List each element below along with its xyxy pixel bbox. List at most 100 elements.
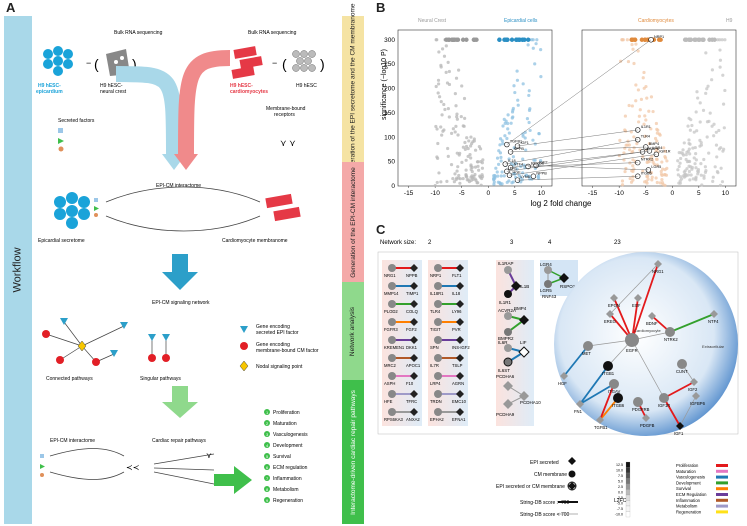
background-point <box>631 164 635 168</box>
background-point <box>695 129 699 133</box>
background-point <box>498 143 502 147</box>
colorbar-tick: -5.0 <box>617 502 623 506</box>
background-point <box>525 116 530 121</box>
svg-text:⋎: ⋎ <box>206 451 212 460</box>
svg-text:Survival: Survival <box>273 454 291 460</box>
background-point <box>700 183 704 187</box>
background-point <box>535 38 539 42</box>
background-point <box>710 68 715 72</box>
svg-text:Gene encoding: Gene encoding <box>256 324 290 330</box>
background-point <box>469 144 473 148</box>
category-label: Inflammation <box>676 498 701 503</box>
background-point <box>663 156 668 160</box>
interaction-line <box>505 139 638 165</box>
background-point <box>435 127 439 131</box>
connected-pathways-label: Connected pathways <box>46 376 93 382</box>
background-point <box>643 114 647 118</box>
category-swatch <box>716 498 728 502</box>
pair-node-cm <box>434 372 442 380</box>
panel-a-diagram: Bulk RNA sequencing − ( ) H9 hESC- epica… <box>36 30 325 504</box>
background-point <box>446 60 450 64</box>
pair-node-epi <box>456 318 464 326</box>
pair-node-cm <box>388 318 396 326</box>
colorbar-tick: 5.0 <box>618 480 623 484</box>
workflow-bar <box>4 16 32 524</box>
pair-node-cm <box>434 282 442 290</box>
background-point <box>625 38 629 42</box>
x-tick-label: 5 <box>697 190 701 197</box>
colorbar-tick: -10.0 <box>615 513 623 517</box>
network-node-epi <box>676 422 684 430</box>
background-point <box>623 114 628 118</box>
background-point <box>706 84 710 88</box>
background-point <box>462 124 466 128</box>
background-point <box>627 143 631 147</box>
background-point <box>646 160 650 164</box>
background-point <box>457 68 461 72</box>
background-point <box>632 135 636 139</box>
pair-label: IL18R1 <box>430 291 444 296</box>
background-point <box>691 146 695 150</box>
svg-text:ACVR2A: ACVR2A <box>498 308 516 313</box>
receptor-icon: ⋎ ⋎ <box>280 138 296 148</box>
background-point <box>455 169 459 173</box>
membrane-receptors-label-2: receptors <box>274 112 295 118</box>
background-point <box>699 162 703 166</box>
svg-text:PCDHA10: PCDHA10 <box>520 400 541 405</box>
svg-text:Vasculogenesis: Vasculogenesis <box>273 432 308 438</box>
pair-node-epi <box>410 408 418 416</box>
background-point <box>656 128 660 132</box>
network-node-cm <box>659 393 669 403</box>
background-point <box>642 122 646 126</box>
svg-text:LGR4: LGR4 <box>540 262 552 267</box>
background-point <box>454 76 459 80</box>
point-label: LYN6 <box>520 175 529 179</box>
background-point <box>496 174 500 178</box>
background-point <box>677 151 681 155</box>
background-point <box>439 63 443 67</box>
teal-down-arrow <box>162 272 198 290</box>
panel-c-letter: C <box>376 222 386 237</box>
background-point <box>701 108 706 112</box>
background-point <box>623 129 628 133</box>
network-node-epi <box>710 310 718 318</box>
background-point <box>440 113 444 117</box>
network-node-epi <box>642 414 650 422</box>
background-point <box>628 148 632 152</box>
category-legend: ProliferationMaturationVasculogenesisDev… <box>676 463 728 514</box>
background-point <box>531 46 535 50</box>
background-point <box>437 171 441 175</box>
pair-node-cm <box>434 318 442 326</box>
background-point <box>664 173 669 177</box>
y-tick-label: 300 <box>384 37 395 44</box>
background-point <box>710 124 714 128</box>
pair-node-epi <box>456 336 464 344</box>
background-point <box>509 121 513 125</box>
background-point <box>634 83 638 87</box>
pair-node-cm <box>388 300 396 308</box>
background-point <box>446 146 450 151</box>
background-point <box>718 65 722 69</box>
singular-pathways-diagram <box>151 338 167 356</box>
plot-frame <box>397 29 553 187</box>
background-point <box>457 173 461 178</box>
svg-text:3: 3 <box>510 240 514 246</box>
highlighted-point <box>530 173 537 179</box>
background-point <box>650 175 654 179</box>
svg-text:RSPO1: RSPO1 <box>560 284 576 289</box>
background-point <box>464 144 469 149</box>
background-point <box>660 177 664 182</box>
background-point <box>637 114 641 118</box>
signaling-network-title: EPI-CM signaling network <box>152 300 210 306</box>
network-node-cm <box>625 333 639 347</box>
stage-4-bar: Interactome-driven cardiac repair pathwa… <box>342 380 364 524</box>
l2fc-label: L2FC <box>614 498 627 504</box>
svg-text:RNF43: RNF43 <box>542 294 557 299</box>
capped-point <box>454 37 460 42</box>
pair-label: TFRC <box>406 399 417 404</box>
background-point <box>447 69 451 74</box>
background-point <box>456 165 460 169</box>
background-point <box>524 148 528 152</box>
background-point <box>631 47 635 51</box>
